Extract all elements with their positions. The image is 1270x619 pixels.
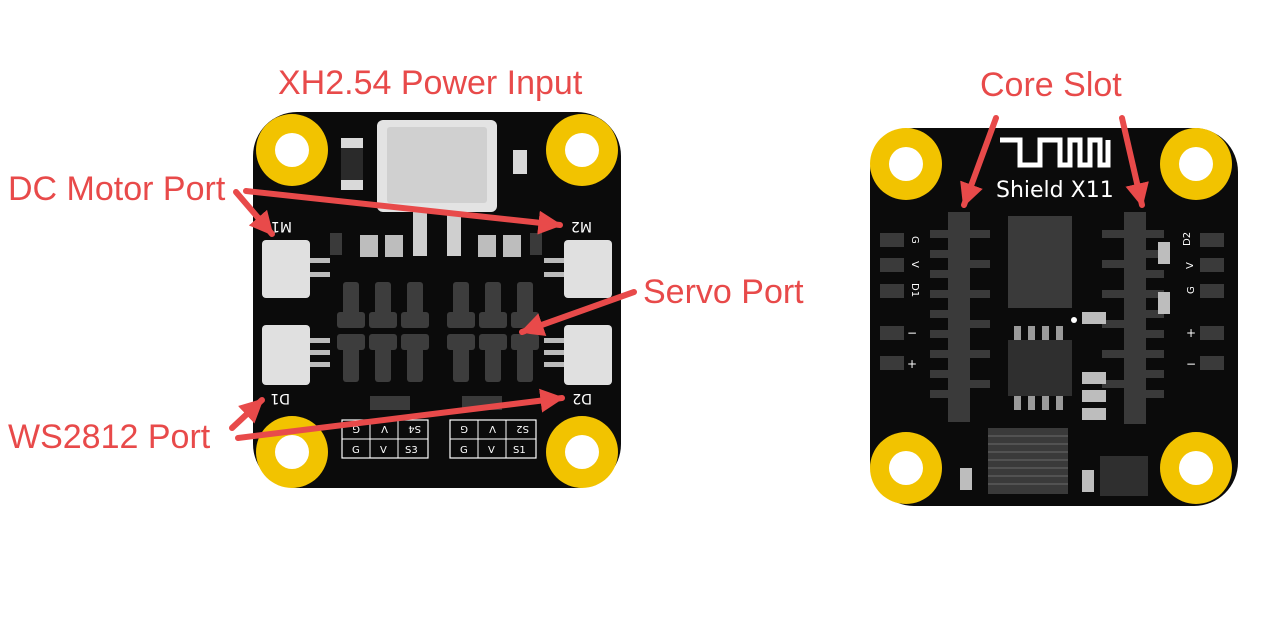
smd-diode <box>341 138 363 190</box>
mounting-hole <box>546 416 618 488</box>
power-input-callout: XH2.54 Power Input <box>278 64 583 102</box>
pin-label: V <box>1185 262 1196 269</box>
edge-pads-right <box>1200 233 1224 370</box>
pin-label: G <box>352 445 360 456</box>
smd-dot <box>1071 317 1077 323</box>
m2-label: M2 <box>571 218 592 234</box>
servo-pin-table-left: S4 V G S3 V G <box>341 419 429 459</box>
smd-diode <box>370 396 410 410</box>
brand-label: Shield X11 <box>996 178 1114 203</box>
core-slot-left <box>930 212 990 422</box>
arrow-dc-motor-m1 <box>233 189 275 237</box>
pin-label: D2 <box>1182 232 1193 246</box>
smd-resistor <box>513 150 527 174</box>
arrow-core-slot-right <box>1119 115 1149 208</box>
back-board: Shield X11 <box>870 128 1238 506</box>
power-regulator-chip <box>1008 216 1072 308</box>
pin-label: S4 <box>408 423 421 434</box>
servo-pin-table-right: G V S2 G V S1 <box>449 419 537 459</box>
pin-label: V <box>489 423 496 434</box>
dc-motor-port-callout: DC Motor Port <box>8 170 226 208</box>
pin-label: V <box>488 445 495 456</box>
callout-arrows <box>229 115 1149 441</box>
core-slot-callout: Core Slot <box>980 66 1122 104</box>
mounting-hole <box>256 114 328 186</box>
mounting-hole <box>546 114 618 186</box>
d1-led-port <box>262 325 330 385</box>
pin-label: S3 <box>405 445 418 456</box>
d1-label: D1 <box>270 390 290 406</box>
smd-components <box>330 233 542 257</box>
pin-label: V <box>380 445 387 456</box>
pin-label: G <box>460 423 468 434</box>
servo-port-callout: Servo Port <box>643 273 804 311</box>
pin-label: G <box>909 236 920 244</box>
power-input-connector <box>377 120 497 256</box>
arrow-servo <box>519 289 637 337</box>
wifi-wave-logo-icon <box>1000 137 1111 168</box>
m1-motor-port <box>262 240 330 298</box>
mounting-hole <box>870 128 942 200</box>
pin-label: D1 <box>909 283 920 297</box>
front-board-pcb <box>253 112 621 488</box>
pin-label: G <box>1186 286 1197 294</box>
pin-label: + <box>907 357 917 371</box>
small-ic-chip <box>1100 456 1148 496</box>
m1-label: M1 <box>271 218 292 234</box>
mounting-hole <box>1160 432 1232 504</box>
arrow-core-slot-left <box>960 115 999 208</box>
arrow-ws2812-d1 <box>229 397 265 431</box>
arrow-dc-motor-m2 <box>243 188 563 235</box>
pin-label: S2 <box>516 423 529 434</box>
smd-components <box>960 242 1170 492</box>
front-board: M1 M2 D1 D2 S4 V G S3 V G G V S2 G V S1 <box>253 112 621 488</box>
driver-chip <box>1008 326 1072 410</box>
pin-label: + <box>1186 326 1196 340</box>
pin-label: − <box>1186 357 1196 371</box>
arrow-ws2812-d2 <box>235 388 565 441</box>
d2-label: D2 <box>572 390 592 406</box>
mounting-hole <box>1160 128 1232 200</box>
pin-label: V <box>381 423 388 434</box>
edge-pads-left <box>880 233 904 370</box>
m2-motor-port <box>544 240 612 298</box>
core-slot-right <box>1102 212 1164 424</box>
servo-header-pads-left <box>337 282 429 382</box>
mcu-chip <box>988 428 1068 494</box>
pin-label: G <box>352 423 360 434</box>
ws2812-port-callout: WS2812 Port <box>8 418 211 456</box>
pin-label: G <box>460 445 468 456</box>
mounting-hole <box>870 432 942 504</box>
pin-label: S1 <box>513 445 526 456</box>
d2-led-port <box>544 325 612 385</box>
pin-label: − <box>907 326 917 340</box>
pin-label: V <box>909 261 920 268</box>
